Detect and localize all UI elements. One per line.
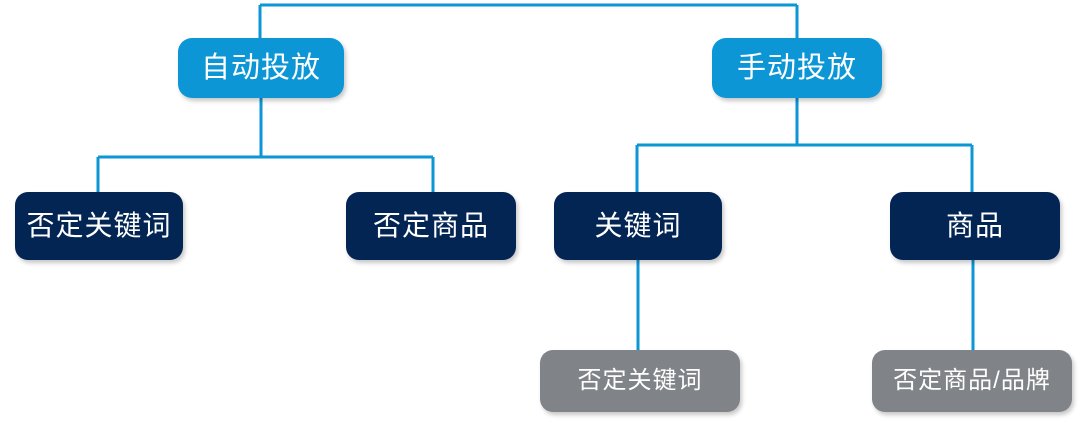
node-label: 手动投放	[736, 51, 857, 84]
node-label: 自动投放	[200, 51, 321, 84]
node-manual-targeting[interactable]: 手动投放	[712, 38, 882, 98]
node-negative-product-brand[interactable]: 否定商品/品牌	[872, 350, 1072, 412]
node-label: 否定关键词	[26, 210, 172, 241]
node-label: 否定商品/品牌	[893, 367, 1051, 394]
node-label: 关键词	[594, 210, 682, 241]
node-negative-keyword[interactable]: 否定关键词	[15, 192, 183, 260]
node-label: 商品	[945, 210, 1004, 241]
node-keyword[interactable]: 关键词	[554, 192, 722, 260]
node-label: 否定关键词	[577, 367, 703, 394]
node-product[interactable]: 商品	[890, 192, 1060, 260]
node-auto-targeting[interactable]: 自动投放	[178, 38, 344, 98]
node-negative-keyword-manual[interactable]: 否定关键词	[540, 350, 740, 412]
node-negative-product[interactable]: 否定商品	[346, 192, 516, 260]
node-label: 否定商品	[372, 210, 489, 241]
